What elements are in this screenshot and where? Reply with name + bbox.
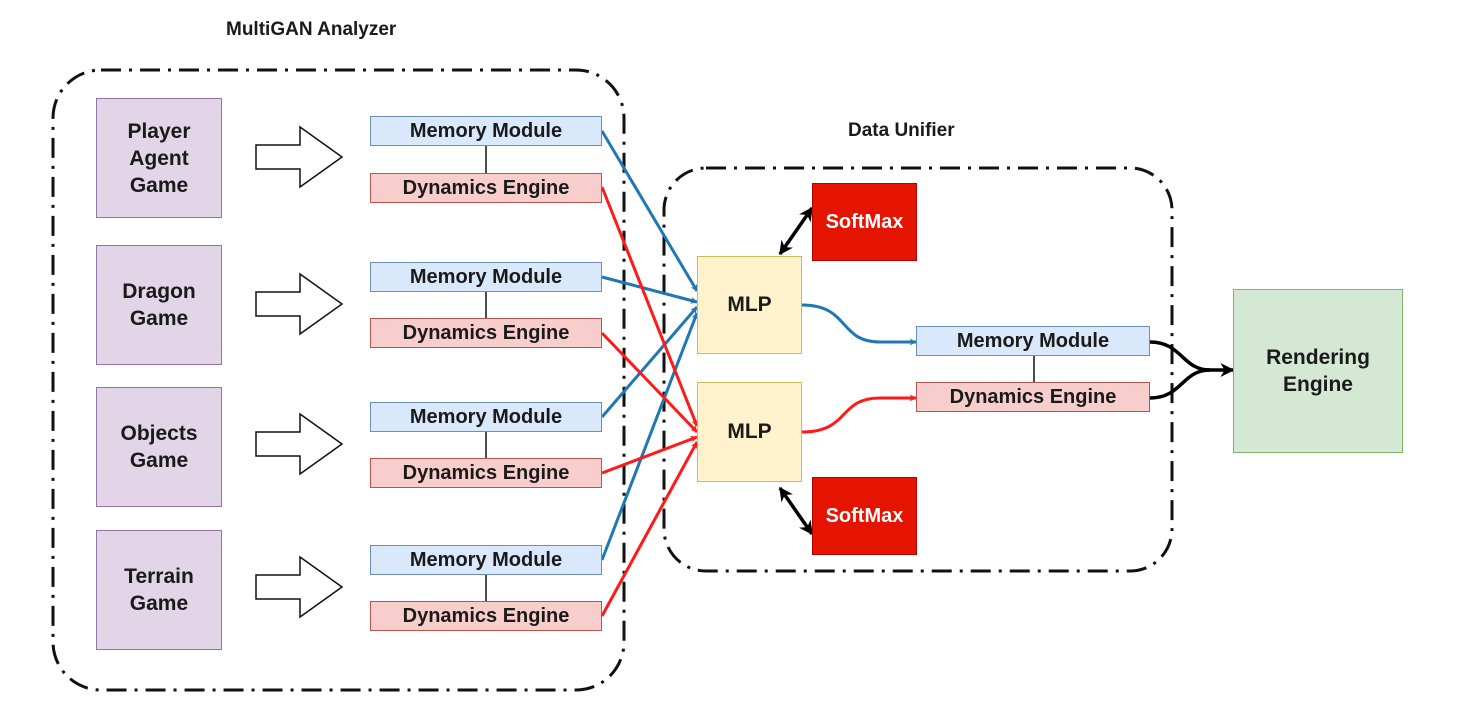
dynamics-engine-2: Dynamics Engine bbox=[370, 318, 602, 348]
game-box-player-agent: Player Agent Game bbox=[96, 98, 222, 218]
multigan-analyzer-title: MultiGAN Analyzer bbox=[226, 19, 397, 40]
game-box-dragon: Dragon Game bbox=[96, 245, 222, 365]
edge-memory-4-to-mlp bbox=[600, 312, 699, 561]
edge-softmax-top bbox=[778, 206, 814, 256]
edge-memory-2-to-mlp bbox=[601, 275, 698, 304]
dynamics-engine-3: Dynamics Engine bbox=[370, 458, 602, 488]
dynamics-engine-1: Dynamics Engine bbox=[370, 173, 602, 203]
edge-dynamics-to-render bbox=[1149, 368, 1211, 400]
data-unifier-group bbox=[662, 166, 1174, 573]
mlp-top: MLP bbox=[697, 256, 802, 354]
block-arrow-2 bbox=[255, 272, 344, 336]
edge-dynamics-1-to-mlp bbox=[600, 186, 699, 427]
edge-mlp-to-dynamics bbox=[801, 394, 917, 434]
rendering-engine: Rendering Engine bbox=[1233, 289, 1403, 453]
game-box-objects: Objects Game bbox=[96, 387, 222, 507]
unifier-memory-module: Memory Module bbox=[916, 326, 1150, 356]
memory-module-2: Memory Module bbox=[370, 262, 602, 292]
data-unifier-title: Data Unifier bbox=[848, 120, 955, 141]
edge-memory-3-to-mlp bbox=[600, 306, 699, 418]
memory-module-1: Memory Module bbox=[370, 116, 602, 146]
game-box-terrain: Terrain Game bbox=[96, 530, 222, 650]
memory-module-3: Memory Module bbox=[370, 402, 602, 432]
unifier-dynamics-engine: Dynamics Engine bbox=[916, 382, 1150, 412]
multigan-analyzer-group bbox=[51, 68, 626, 692]
edge-dynamics-3-to-mlp bbox=[601, 435, 698, 475]
edge-dynamics-2-to-mlp bbox=[600, 331, 699, 434]
mlp-bottom: MLP bbox=[697, 382, 802, 482]
edge-memory-1-to-mlp bbox=[600, 130, 699, 292]
block-arrow-4 bbox=[255, 555, 344, 619]
block-arrow-1 bbox=[255, 125, 344, 189]
dynamics-engine-4: Dynamics Engine bbox=[370, 601, 602, 631]
softmax-top: SoftMax bbox=[812, 183, 917, 261]
block-arrow-3 bbox=[255, 412, 344, 476]
edge-dynamics-4-to-mlp bbox=[600, 441, 699, 617]
softmax-bottom: SoftMax bbox=[812, 477, 917, 555]
edge-mlp-to-memory bbox=[801, 303, 917, 346]
memory-module-4: Memory Module bbox=[370, 545, 602, 575]
edge-memory-to-render bbox=[1149, 340, 1211, 372]
edge-softmax-bottom bbox=[778, 486, 814, 536]
